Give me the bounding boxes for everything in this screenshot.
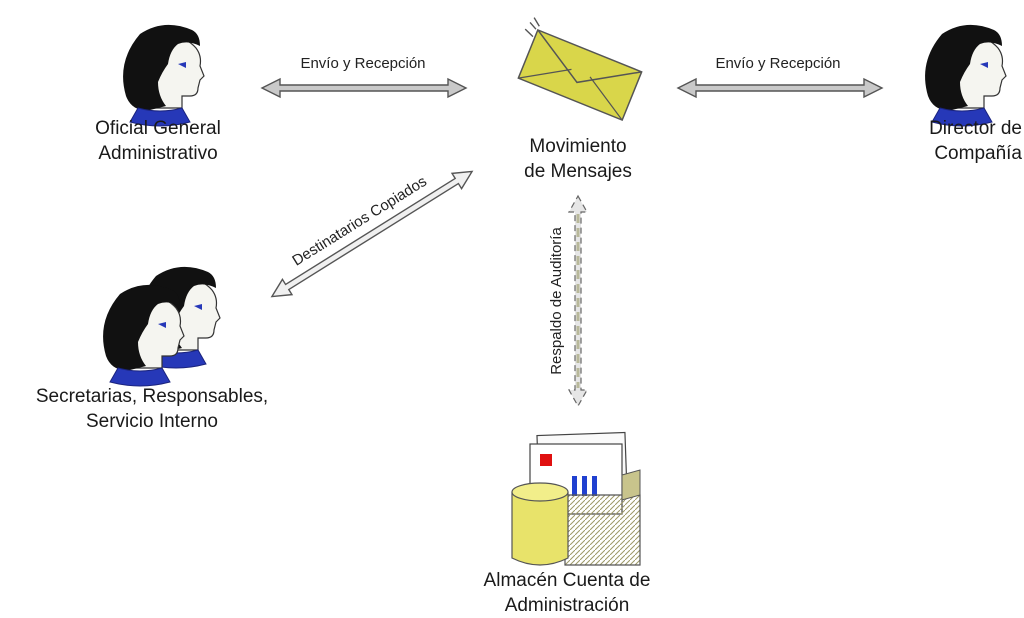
person-icon-official: [122, 24, 205, 127]
node-label-storage: Almacén Cuenta de Administración: [452, 568, 682, 618]
node-label-line: Administrativo: [98, 143, 218, 164]
person-icon-director: [924, 24, 1007, 127]
node-label-line: Administración: [504, 595, 630, 616]
node-label-line: Secretarias, Responsables,: [35, 386, 269, 407]
arrow-audit-backup: [567, 194, 589, 408]
arrow-copied-recipients: [270, 170, 474, 298]
label-copied-recipients: Destinatarios Copiados: [289, 173, 430, 270]
node-label-secretaries: Secretarias, Responsables, Servicio Inte…: [2, 384, 302, 434]
label-left-exchange: Envío y Recepción: [300, 55, 425, 72]
node-label-director: Director de Compañía: [874, 116, 1024, 166]
envelope-icon: [517, 17, 643, 122]
arrow-left-exchange: [260, 77, 468, 99]
node-label-line: Movimiento: [529, 136, 627, 157]
node-label-official: Oficial General Administrativo: [58, 116, 258, 166]
label-right-exchange: Envío y Recepción: [715, 55, 840, 72]
node-label-line: Oficial General: [95, 118, 221, 139]
node-label-line: Servicio Interno: [85, 411, 218, 432]
people-group-icon: [102, 266, 221, 387]
node-label-line: de Mensajes: [524, 161, 632, 182]
archive-box-icon: [511, 431, 641, 566]
node-label-messages: Movimiento de Mensajes: [478, 134, 678, 184]
arrow-right-exchange: [676, 77, 884, 99]
node-label-line: Almacén Cuenta de: [483, 570, 651, 591]
node-label-line: Director de: [929, 118, 1022, 139]
node-label-line: Compañía: [934, 143, 1022, 164]
label-audit-backup: Respaldo de Auditoría: [548, 227, 565, 375]
